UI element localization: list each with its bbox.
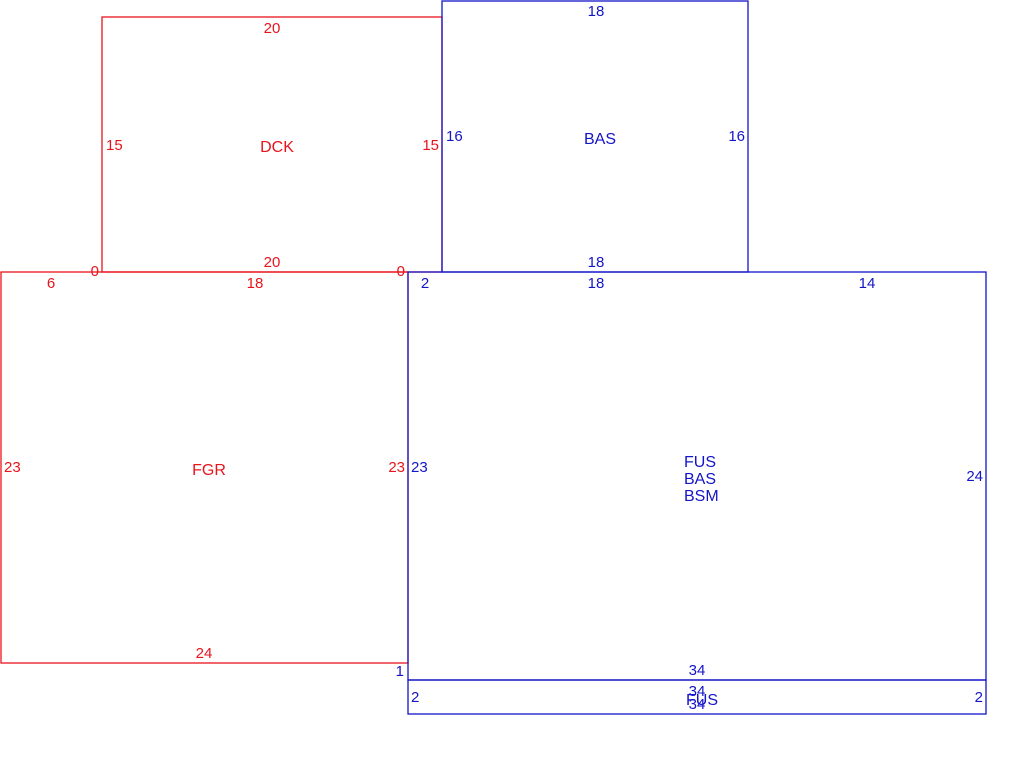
bas-upper-dim-bottom: 18 <box>588 254 605 271</box>
dck-dim-left: 15 <box>106 137 123 154</box>
area-fus-strip-label: FUS <box>686 692 718 709</box>
bas-upper-dim-left: 16 <box>446 128 463 145</box>
fus-main-dim-left: 23 <box>411 459 428 476</box>
fus-strip-dim-top: 34 <box>689 683 706 700</box>
fus-strip-dim-right: 2 <box>975 689 983 706</box>
area-fgr-label: FGR <box>192 462 226 479</box>
fus-main-dim-top: 18 <box>588 275 605 292</box>
area-fus-main-label-1: FUS <box>684 454 716 471</box>
fus-main-dim-right: 24 <box>966 468 983 485</box>
fgr-dim-bottom: 24 <box>196 645 213 662</box>
bas-upper-dim-right: 16 <box>728 128 745 145</box>
area-fus-main-label-2: BAS <box>684 471 716 488</box>
area-dck-label: DCK <box>260 139 294 156</box>
dck-dim-right: 15 <box>422 137 439 154</box>
bas-upper-dim-top: 18 <box>588 3 605 20</box>
fus-strip-dim-left: 2 <box>411 689 419 706</box>
area-fgr: FGR 6 18 23 23 24 <box>0 271 409 664</box>
fgr-dim-top-left: 6 <box>47 275 55 292</box>
fgr-dim-right: 23 <box>388 459 405 476</box>
dck-dim-top: 20 <box>264 20 281 37</box>
fgr-dim-top: 18 <box>247 275 264 292</box>
area-bas-upper: BAS 18 18 16 16 <box>441 0 749 273</box>
area-bas-upper-label: BAS <box>584 131 616 148</box>
area-dck: DCK 20 20 15 15 0 0 <box>91 16 443 280</box>
fus-main-dim-top-left: 2 <box>421 275 429 292</box>
dck-dim-bottom: 20 <box>264 254 281 271</box>
fgr-dim-left: 23 <box>4 459 21 476</box>
fus-strip-dim-bottom: 34 <box>689 696 706 713</box>
fgr-corner-bottom-right: 1 <box>396 663 404 680</box>
area-fus-main-label-3: BSM <box>684 488 719 505</box>
fus-main-dim-bottom: 34 <box>689 662 706 679</box>
area-fus-strip-outline <box>407 679 987 715</box>
area-fus-main: FUS BAS BSM 2 18 14 23 24 34 1 <box>396 271 987 681</box>
area-fus-strip: FUS 34 34 2 2 <box>407 679 987 715</box>
fus-main-dim-top-right: 14 <box>859 275 876 292</box>
